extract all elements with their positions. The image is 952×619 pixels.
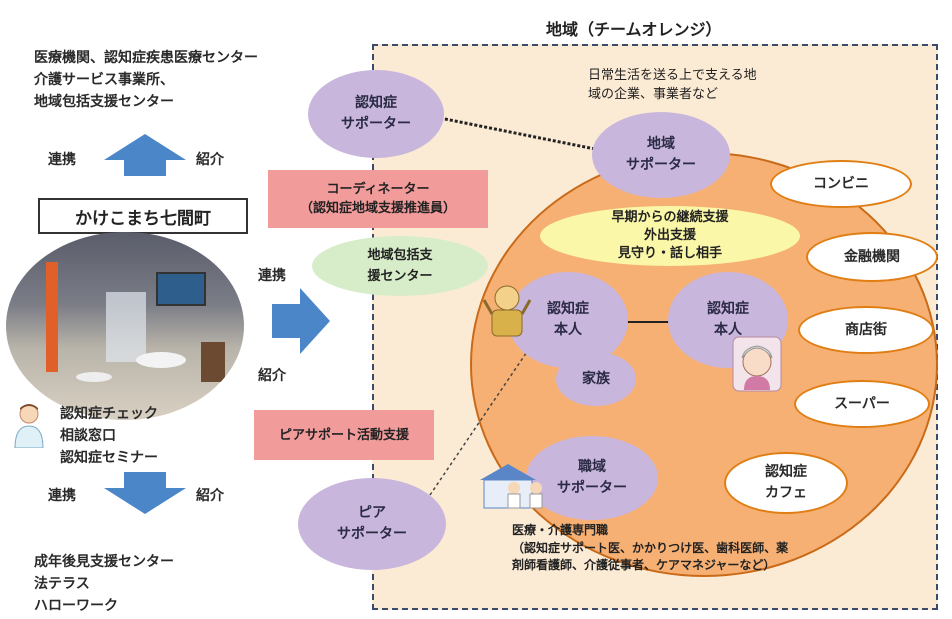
nurse-icon [14,404,44,448]
elderly-man-icon [482,285,532,337]
service-1: 認知症チェック [60,406,158,422]
bottom-list-1: 成年後見支援センター [34,554,174,570]
bottom-list-3: ハローワーク [34,598,118,614]
top-link-right: 紹介 [196,152,224,168]
top-list-2: 介護サービス事業所、 [34,72,174,88]
right-arrow-icon [272,288,330,354]
link-peer-person [429,339,536,496]
business-financial-institution: 金融機関 [806,232,938,282]
dementia-supporter: 認知症 サポーター [308,70,444,158]
bottom-list-2: 法テラス [34,576,90,592]
medical-title: 医療・介護専門職 [512,523,609,537]
peer-supporter: ピア サポーター [298,478,446,570]
business-supermarket: スーパー [794,380,930,428]
medical-staff-icon [480,464,543,509]
link-supporter-community [439,116,601,152]
bottom-link-right: 紹介 [196,488,224,504]
service-2: 相談窓口 [60,428,116,444]
region-note: 日常生活を送る上で支える地 域の企業、事業者など [588,68,757,102]
up-arrow-icon [104,134,186,176]
mid-link-top: 連携 [258,268,286,284]
business-convenience-store: コンビニ [770,160,912,208]
comprehensive-center: 地域包括支 援センター [312,236,488,296]
business-shopping-street: 商店街 [798,306,934,354]
elderly-woman-icon [732,336,782,392]
bottom-link-left: 連携 [48,488,76,504]
mid-link-bottom: 紹介 [258,368,286,384]
medical-detail: （認知症サポート医、かかりつけ医、歯科医師、薬 剤師看護師、介護従事者、ケアマネ… [512,541,789,572]
top-list-3: 地域包括支援センター [34,94,174,110]
community-supporter: 地域 サポーター [592,112,730,198]
workplace-supporter: 職域 サポーター [526,436,658,520]
top-link-left: 連携 [48,152,76,168]
coordinator-box: コーディネーター （認知症地域支援推進員） [268,170,488,228]
region-title: 地域（チームオレンジ） [546,20,722,39]
service-3: 認知症セミナー [60,450,158,466]
down-arrow-icon [104,472,186,514]
support-items: 早期からの継続支援 外出支援 見守り・話し相手 [540,206,800,266]
family: 家族 [556,352,636,406]
business-dementia-cafe: 認知症 カフェ [724,452,848,514]
peer-support-box: ピアサポート活動支援 [254,410,434,460]
top-list-1: 医療機関、認知症疾患医療センター [34,50,258,66]
facility-title: かけこまち七間町 [38,198,248,234]
person-with-dementia-1: 認知症 本人 [508,272,628,368]
facility-photo [6,232,244,420]
